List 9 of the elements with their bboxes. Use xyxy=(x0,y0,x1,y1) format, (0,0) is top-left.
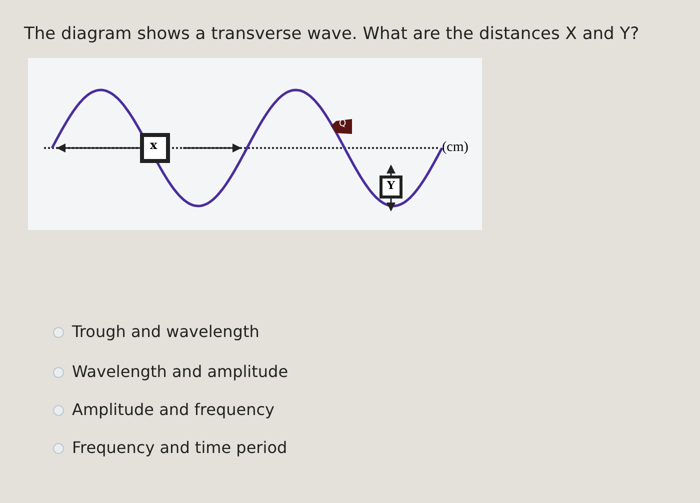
callout-letter: x xyxy=(150,138,158,152)
unit-label: (cm) xyxy=(442,140,468,156)
answer-option: Frequency and time period xyxy=(72,438,288,457)
callout-letter: Y xyxy=(387,179,395,192)
answer-option: Wavelength and amplitude xyxy=(72,362,288,381)
question-text: The diagram shows a transverse wave. What are the distances X and Y? xyxy=(24,24,640,44)
answer-option: Trough and wavelength xyxy=(72,322,260,341)
callout-letter: Q xyxy=(339,119,346,129)
answer-option: Amplitude and frequency xyxy=(72,400,275,419)
